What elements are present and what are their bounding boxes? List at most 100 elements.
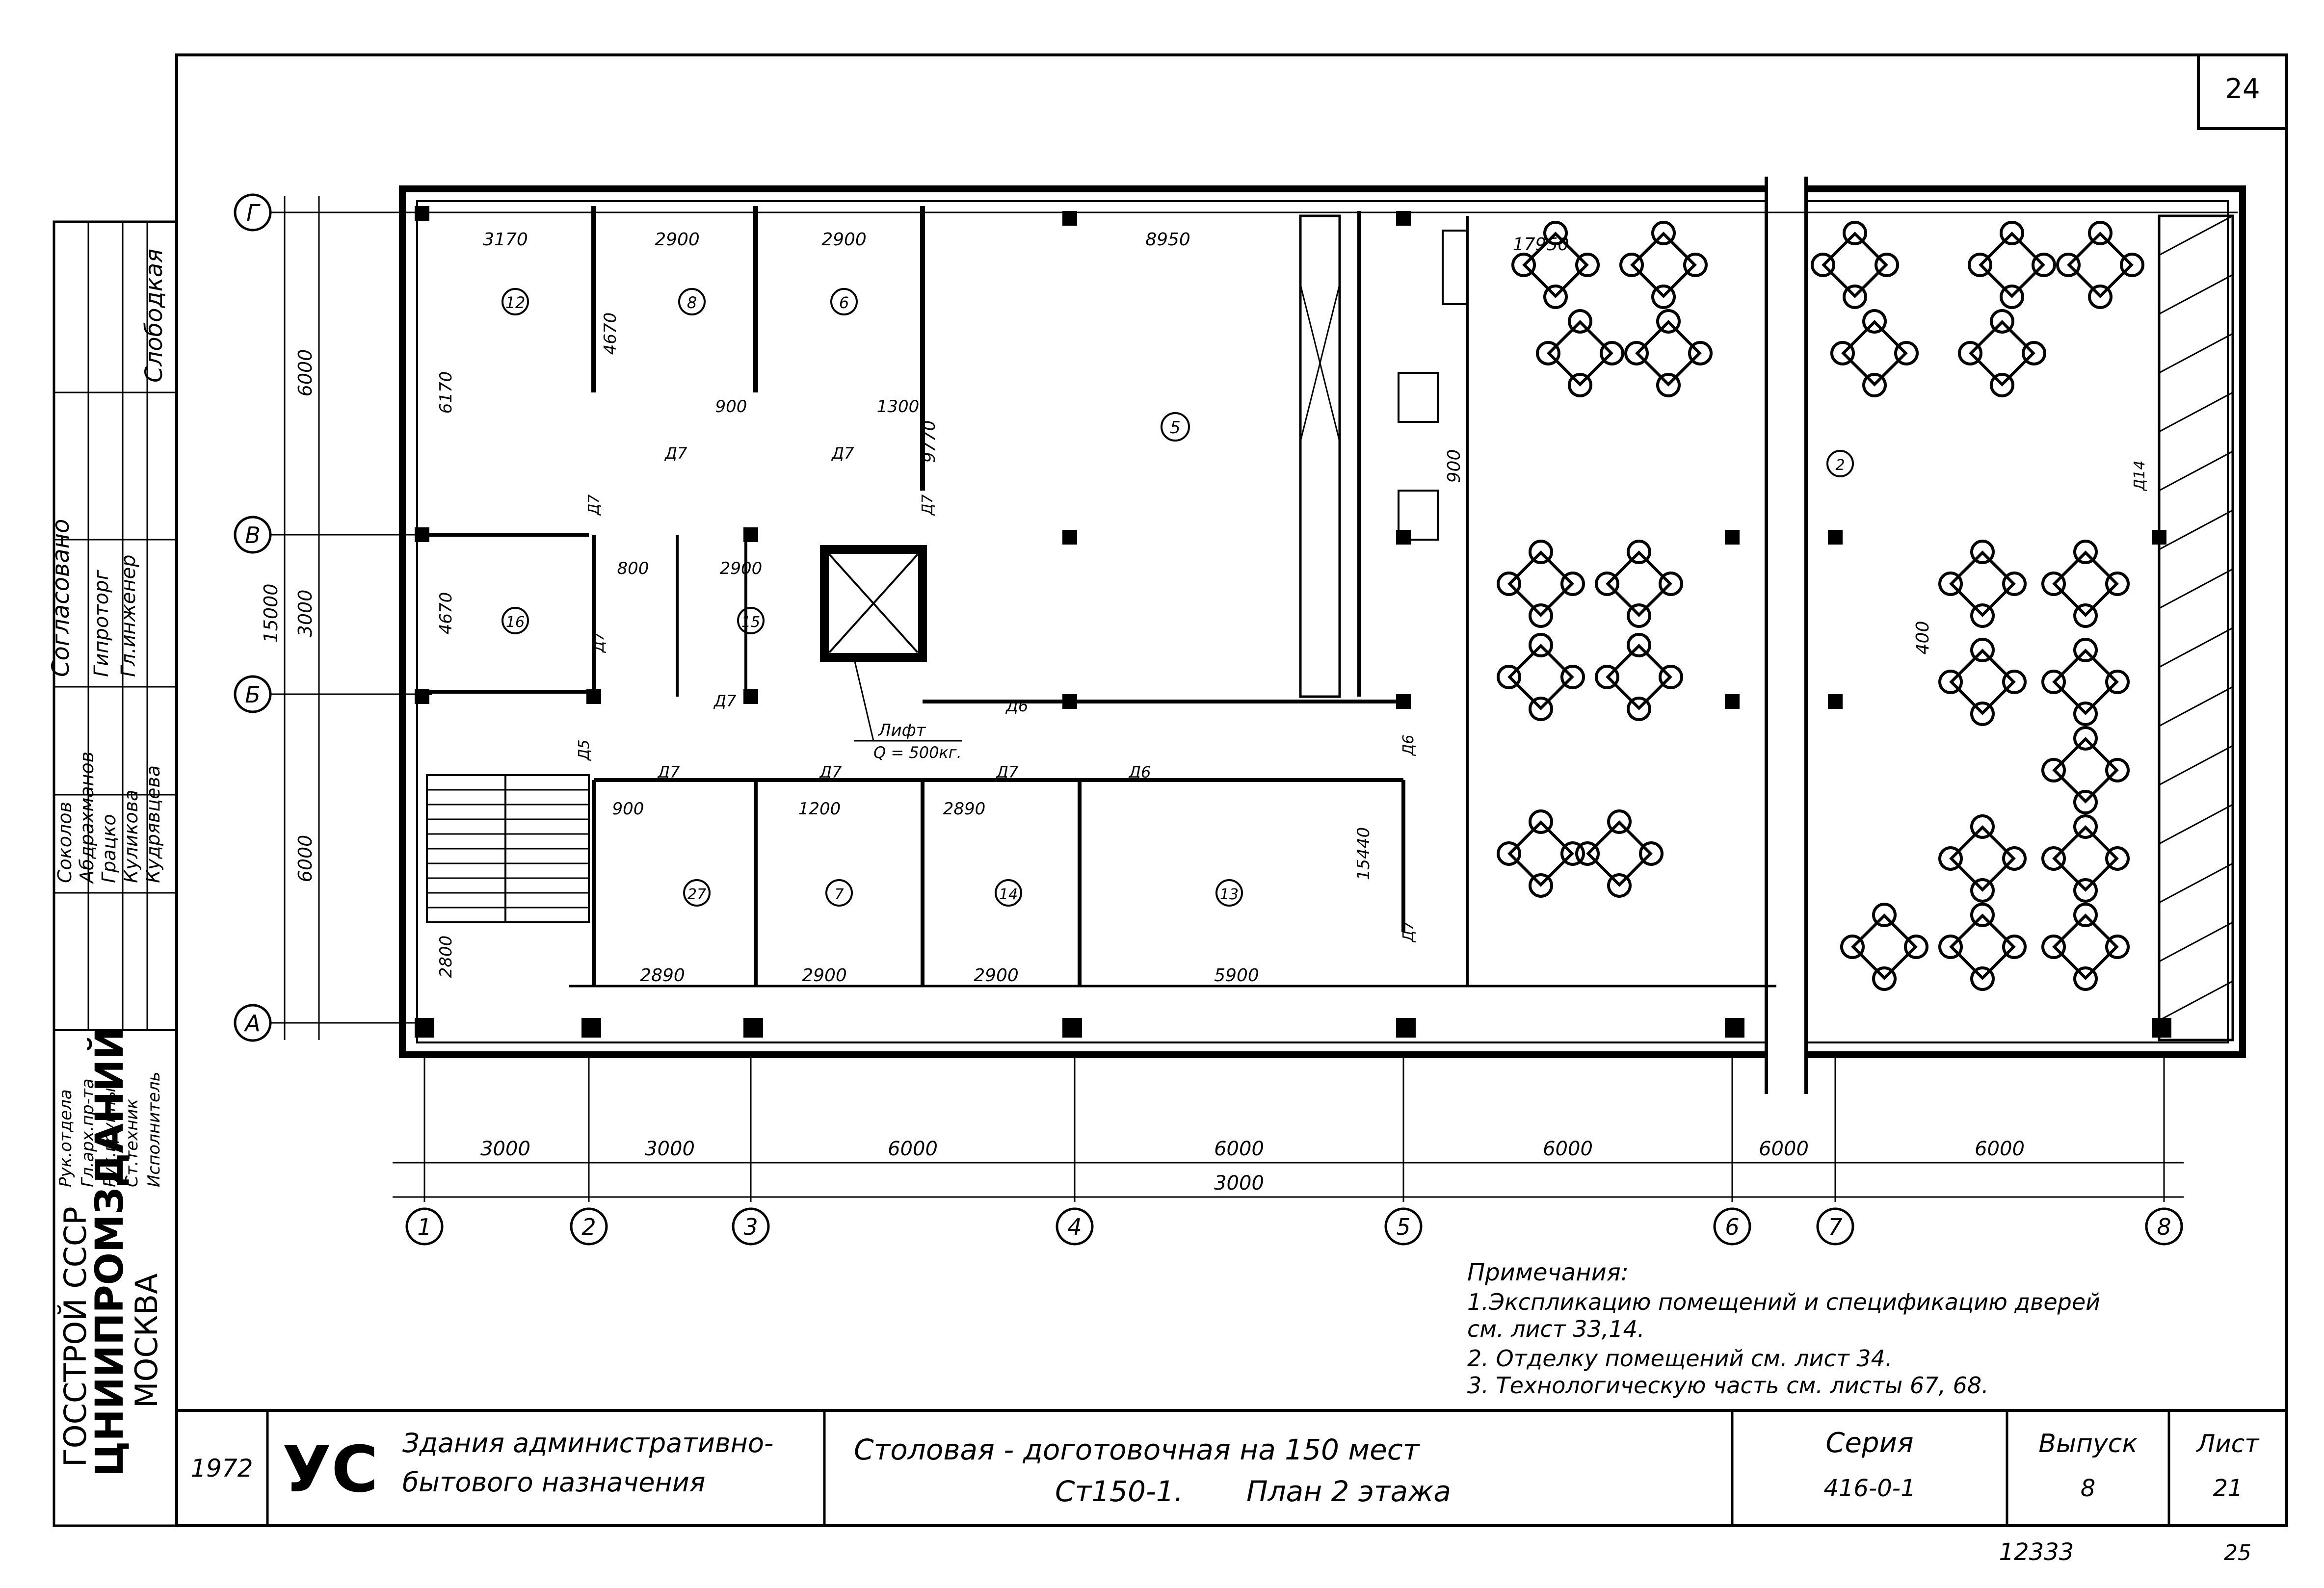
stamp-role-5: Исполнитель — [144, 1071, 164, 1187]
door-4: Д7 — [657, 763, 680, 781]
axis-number-6: 6 — [1725, 1214, 1739, 1240]
dim-bottom-room-4: 5900 — [1214, 965, 1259, 986]
left-dimensions: 15000 6000 3000 6000 — [260, 349, 316, 883]
bottom-dimensions: 3000 3000 6000 6000 6000 6000 6000 3000 — [480, 1138, 2025, 1195]
dim-misc-2890: 4670 — [436, 592, 456, 635]
door-11: Д6 — [1005, 697, 1028, 715]
dim-top-room-1: 3170 — [483, 230, 528, 250]
dim-misc-2500: 2900 — [720, 559, 763, 578]
title-category-1: Здания административно- — [402, 1428, 773, 1458]
room-12: 12 — [505, 293, 526, 312]
dim-left-3: 6000 — [294, 835, 316, 883]
stamp-name-5: Кудрявцева — [142, 765, 164, 883]
room-27: 27 — [687, 886, 706, 903]
lift-label: Лифт Q = 500кг. — [853, 657, 962, 762]
door-13: Д6 — [1400, 734, 1417, 756]
door-9: Д7 — [590, 631, 607, 653]
dim-misc-2800: 15440 — [1354, 827, 1373, 880]
door-5: Д7 — [819, 763, 842, 781]
dim-bottom-2: 3000 — [645, 1138, 695, 1160]
title-block: 1972 УС Здания административно- бытового… — [177, 1409, 2287, 1526]
door-15: Д14 — [2131, 460, 2148, 492]
axis-number-2: 2 — [581, 1214, 596, 1240]
room-5: 5 — [1170, 418, 1181, 438]
door-14: Д7 — [1400, 921, 1417, 943]
door-2: Д7 — [831, 444, 854, 463]
dim-bottom-4: 6000 — [1214, 1138, 1264, 1160]
room-dimensions: 3170 2900 2900 8950 17950 2890 2900 2900… — [436, 230, 1933, 986]
bottom-left-number: 12333 — [1999, 1538, 2074, 1566]
lift-capacity: Q = 500кг. — [873, 743, 962, 762]
stamp-role-3: Рук.группы — [100, 1088, 120, 1187]
dim-bottom-room-1: 2890 — [640, 965, 685, 986]
door-3: Д7 — [713, 692, 737, 710]
dim-left-1: 6000 — [294, 349, 316, 397]
stamp-name-3: Грацко — [98, 814, 120, 883]
room-14: 14 — [999, 886, 1018, 903]
stamp-name-4: Куликова — [120, 790, 142, 883]
title-name-2a: Ст150-1. — [1055, 1475, 1183, 1508]
door-12: Д6 — [1128, 763, 1151, 781]
page-number: 24 — [2225, 73, 2260, 105]
notes-line-1: 1.Экспликацию помещений и спецификацию д… — [1467, 1289, 2100, 1315]
dim-top-room-5: 17950 — [1513, 234, 1569, 255]
org-city: МОСКВА — [129, 1273, 164, 1408]
page-number-box — [2197, 53, 2288, 130]
dim-misc-6160: 2800 — [436, 936, 456, 978]
room-labels: 12 8 6 5 16 15 27 7 14 13 2 — [502, 288, 1854, 907]
stamp-name-1: Соколов — [54, 802, 76, 883]
door-10: Д7 — [919, 494, 936, 516]
org-line2: ЦНИИПРОМЗДАНИЙ — [87, 1027, 132, 1477]
dim-misc-900a: 900 — [715, 397, 747, 417]
bottom-right-number: 25 — [2224, 1540, 2251, 1565]
dim-bottom-7: 6000 — [1975, 1138, 2025, 1160]
staircase — [426, 774, 590, 923]
dim-misc-1200: 2890 — [943, 799, 986, 819]
axis-letter-b: Б — [245, 681, 261, 708]
stamp-agreed-dept: Слободкая — [140, 249, 168, 383]
dining-tables — [1497, 221, 2144, 991]
issue-value: 8 — [2081, 1475, 2096, 1502]
stamp-agreed: Согласовано — [47, 519, 75, 677]
stamp-role-4: Ст.техник — [122, 1098, 142, 1187]
door-6: Д7 — [995, 763, 1019, 781]
issue-label: Выпуск — [2038, 1429, 2138, 1458]
dim-top-room-3: 2900 — [821, 230, 867, 250]
dim-misc-15440b: 400 — [1913, 621, 1933, 655]
dim-left-outer: 15000 — [260, 584, 282, 643]
room-7: 7 — [834, 886, 844, 903]
axis-number-3: 3 — [743, 1214, 758, 1240]
floor-plan — [399, 177, 2246, 1094]
columns — [415, 206, 2171, 1038]
axis-number-5: 5 — [1396, 1214, 1410, 1240]
title-name-1: Столовая - доготовочная на 150 мест — [854, 1433, 1421, 1466]
dim-misc-15440: 900 — [1444, 449, 1464, 483]
title-name-2b: План 2 этажа — [1246, 1475, 1451, 1508]
door-labels: Д7 Д7 Д7 Д7 Д7 Д7 Д5 Д7 Д7 Д7 Д6 Д6 Д6 Д… — [576, 444, 2148, 943]
axis-letter-v: В — [245, 522, 261, 548]
axis-letters: Г В Б А — [234, 193, 272, 1042]
axis-numbers: 1 2 3 4 5 6 7 8 — [405, 1207, 2183, 1246]
series-value: 416-0-1 — [1823, 1475, 1915, 1502]
dim-bottom-5: 6000 — [1543, 1138, 1593, 1160]
room-2: 2 — [1835, 457, 1845, 474]
dim-bottom-room-3: 2900 — [974, 965, 1019, 986]
org-line1: ГОССТРОЙ СССР — [57, 1206, 93, 1467]
room-16: 16 — [506, 614, 525, 631]
stamp-role-2: Гл.арх.пр-та — [78, 1078, 98, 1187]
door-1: Д7 — [664, 444, 687, 463]
notes-line-4: 3. Технологическую часть см. листы 67, 6… — [1467, 1372, 1989, 1399]
title-logo: УС — [282, 1432, 378, 1507]
door-8: Д7 — [585, 494, 603, 516]
dim-bottom-total: 3000 — [1214, 1172, 1264, 1195]
dim-bottom-room-2: 2900 — [802, 965, 847, 986]
room-15: 15 — [741, 614, 760, 631]
dim-bottom-3: 6000 — [888, 1138, 938, 1160]
notes-line-3: 2. Отделку помещений см. лист 34. — [1467, 1345, 1892, 1372]
dim-left-2: 3000 — [294, 590, 316, 637]
dim-misc-900b: 1300 — [877, 397, 920, 417]
axis-number-8: 8 — [2157, 1214, 2171, 1240]
dim-misc-4670: 4670 — [601, 312, 620, 355]
dim-misc-9770: 9770 — [920, 420, 939, 463]
notes-heading: Примечания: — [1467, 1259, 1629, 1286]
